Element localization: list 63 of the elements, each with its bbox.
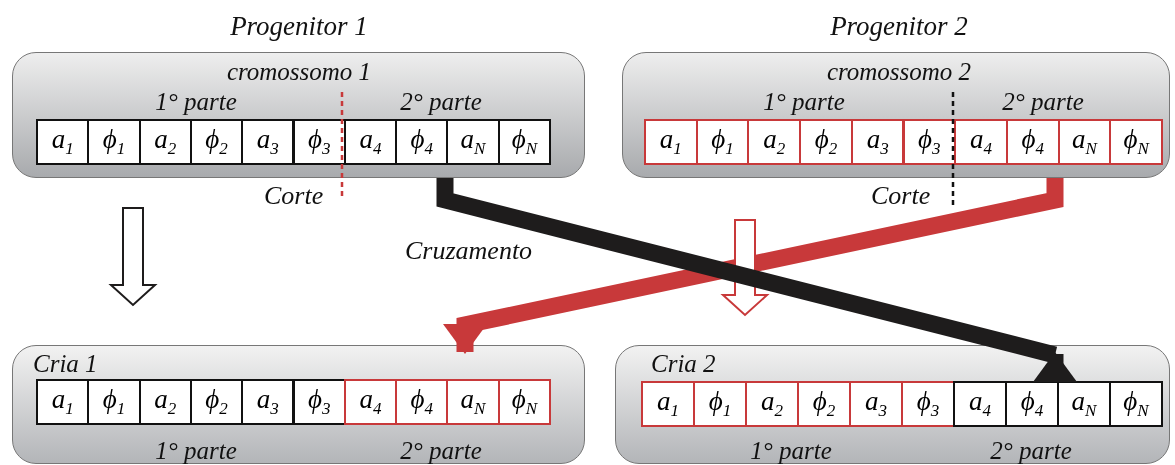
panel-title: Cria 2 bbox=[651, 351, 716, 376]
gene-cell: ϕ$_{1}$ bbox=[87, 379, 141, 425]
gene-cell: a$_{N}$ bbox=[1057, 381, 1111, 427]
gene-cell: a$_{3}$ bbox=[241, 119, 295, 165]
hollow-arrow bbox=[108, 207, 158, 307]
gene-cell: a$_{N}$ bbox=[446, 119, 500, 165]
gene-cell: a$_{4}$ bbox=[954, 119, 1008, 165]
gene-cell: ϕ$_{3}$ bbox=[901, 381, 955, 427]
gene-cell: a$_{1}$ bbox=[641, 381, 695, 427]
gene-cell: a$_{3}$ bbox=[850, 119, 905, 165]
gene-cell: a$_{1}$ bbox=[36, 379, 90, 425]
gene-cell: ϕ$_{4}$ bbox=[395, 119, 449, 165]
text-label: 1° parte bbox=[750, 438, 832, 463]
gene-cell: a$_{1}$ bbox=[36, 119, 90, 165]
text-label: 2° parte bbox=[400, 438, 482, 463]
panel-title: Progenitor 2 bbox=[830, 13, 968, 40]
gene-cell: ϕ$_{4}$ bbox=[395, 379, 449, 425]
gene-cell: ϕ$_{N}$ bbox=[497, 379, 551, 425]
text-label: 2° parte bbox=[990, 438, 1072, 463]
crossover-arrow bbox=[443, 178, 1064, 354]
gene-cell: ϕ$_{1}$ bbox=[693, 381, 747, 427]
chromosome-panel bbox=[12, 345, 585, 464]
gene-cell: a$_{N}$ bbox=[446, 379, 500, 425]
text-label: 1° parte bbox=[763, 89, 845, 114]
text-label: 2° parte bbox=[400, 89, 482, 114]
gene-cell: a$_{3}$ bbox=[849, 381, 903, 427]
gene-cell: ϕ$_{4}$ bbox=[1005, 381, 1059, 427]
gene-cell: ϕ$_{1}$ bbox=[695, 119, 750, 165]
gene-cell: a$_{4}$ bbox=[343, 379, 398, 425]
panel-title: Progenitor 1 bbox=[230, 13, 368, 40]
text-label: cromossomo 1 bbox=[226, 59, 372, 84]
gene-cell: ϕ$_{3}$ bbox=[902, 119, 957, 165]
text-label: 1° parte bbox=[155, 89, 237, 114]
hollow-arrow bbox=[720, 219, 770, 317]
crossover-arrow bbox=[436, 178, 1077, 382]
gene-cell: ϕ$_{N}$ bbox=[1109, 119, 1163, 165]
text-label: 1° parte bbox=[155, 438, 237, 463]
gene-cell: a$_{N}$ bbox=[1057, 119, 1112, 165]
gene-cell: a$_{1}$ bbox=[644, 119, 698, 165]
gene-cell: ϕ$_{3}$ bbox=[292, 119, 346, 165]
gene-cell: a$_{4}$ bbox=[343, 119, 398, 165]
gene-cell: ϕ$_{2}$ bbox=[189, 119, 244, 165]
text-label: 2° parte bbox=[1002, 89, 1084, 114]
gene-cell: ϕ$_{1}$ bbox=[87, 119, 141, 165]
gene-cell: ϕ$_{2}$ bbox=[797, 381, 851, 427]
gene-cell: ϕ$_{2}$ bbox=[799, 119, 853, 165]
gene-cell: ϕ$_{2}$ bbox=[189, 379, 244, 425]
gene-cell: ϕ$_{N}$ bbox=[1109, 381, 1163, 427]
crossover-label: Cruzamento bbox=[405, 238, 533, 264]
gene-cell: a$_{4}$ bbox=[953, 381, 1007, 427]
gene-cell: a$_{2}$ bbox=[745, 381, 799, 427]
gene-cell: ϕ$_{4}$ bbox=[1005, 119, 1060, 165]
gene-cell: ϕ$_{N}$ bbox=[497, 119, 551, 165]
gene-cell: a$_{2}$ bbox=[747, 119, 802, 165]
cut-label: Corte bbox=[264, 183, 324, 209]
text-label: cromossomo 2 bbox=[826, 59, 972, 84]
panel-title: Cria 1 bbox=[33, 351, 98, 376]
gene-cell: a$_{2}$ bbox=[138, 379, 192, 425]
gene-cell: a$_{2}$ bbox=[138, 119, 192, 165]
cut-label: Corte bbox=[871, 183, 931, 209]
chromosome-panel bbox=[615, 345, 1170, 464]
gene-cell: ϕ$_{3}$ bbox=[292, 379, 346, 425]
gene-cell: a$_{3}$ bbox=[241, 379, 295, 425]
